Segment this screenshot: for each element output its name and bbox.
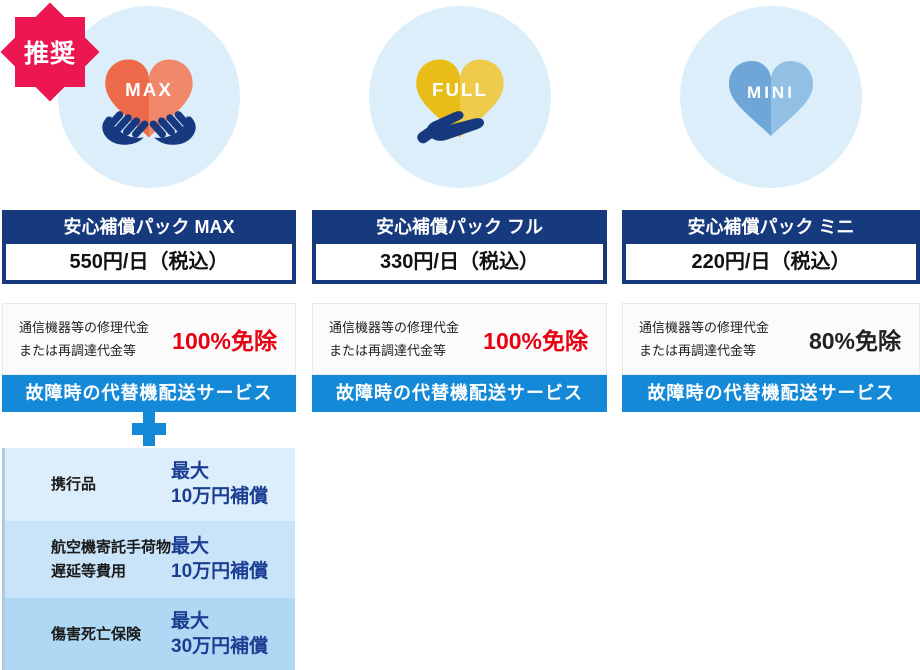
row-value-line2: 30万円補償 [171, 636, 269, 657]
plan-icon-circle-max: MAX [58, 6, 240, 188]
row-label-line1: 傷害死亡保険 [51, 626, 142, 644]
row-value: 最大 10万円補償 [171, 535, 295, 584]
coverage-box-mini: 通信機器等の修理代金 または再調達代金等 80%免除 [622, 303, 920, 375]
coverage-line1: 通信機器等の修理代金 [639, 319, 770, 335]
plan-title: 安心補償パック MAX [63, 217, 235, 237]
row-value-line1: 最大 [171, 460, 210, 482]
replacement-service-bar: 故障時の代替機配送サービス [622, 375, 920, 412]
coverage-description: 通信機器等の修理代金 または再調達代金等 [623, 316, 809, 363]
plan-column-full: FULL 安心補償パック フル 330円/日（税込） 通信機器等の修理代金 また… [312, 0, 607, 670]
plan-header-max: 安心補償パック MAX 550円/日（税込） [2, 210, 296, 284]
coverage-line1: 通信機器等の修理代金 [19, 319, 150, 335]
row-label: 傷害死亡保険 [5, 623, 171, 646]
table-row-baggage-delay: 航空機寄託手荷物 遅延等費用 最大 10万円補償 [5, 521, 295, 598]
recommended-badge-label: 推奨 [23, 40, 76, 68]
coverage-description: 通信機器等の修理代金 または再調達代金等 [313, 316, 483, 363]
replacement-service-bar: 故障時の代替機配送サービス [2, 375, 296, 412]
plan-header-full: 安心補償パック フル 330円/日（税込） [312, 210, 607, 284]
plan-icon-circle-full: FULL [368, 6, 551, 188]
plan-title: 安心補償パック ミニ [687, 217, 855, 237]
row-label-line2: 遅延等費用 [51, 562, 127, 580]
table-row-accidental-death: 傷害死亡保険 最大 30万円補償 [5, 598, 295, 670]
starburst-badge-icon [15, 17, 85, 87]
plan-header-mini: 安心補償パック ミニ 220円/日（税込） [622, 210, 920, 284]
row-value: 最大 30万円補償 [171, 610, 295, 659]
coverage-box-max: 通信機器等の修理代金 または再調達代金等 100%免除 [2, 303, 296, 375]
heart-in-hand-icon: FULL [415, 59, 504, 144]
table-row-personal-effects: 携行品 最大 10万円補償 [5, 448, 295, 521]
row-label-line1: 航空機寄託手荷物 [51, 539, 172, 557]
row-label: 携行品 [5, 473, 171, 496]
coverage-line2: または再調達代金等 [329, 343, 447, 358]
heart-icon: MINI [729, 61, 813, 136]
coverage-exemption-value: 100%免除 [172, 328, 277, 354]
coverage-line2: または再調達代金等 [19, 343, 137, 358]
row-label: 航空機寄託手荷物 遅延等費用 [5, 536, 171, 583]
plan-price: 330円/日（税込） [316, 244, 603, 280]
coverage-line2: または再調達代金等 [639, 343, 757, 358]
row-value-line1: 最大 [171, 535, 210, 557]
heart-label-full: FULL [431, 79, 487, 100]
coverage-box-full: 通信機器等の修理代金 または再調達代金等 100%免除 [312, 303, 607, 375]
coverage-exemption-value: 80%免除 [808, 328, 901, 354]
row-value-line2: 10万円補償 [171, 485, 269, 507]
coverage-exemption-value: 100%免除 [483, 328, 588, 354]
heart-hands-icon: MAX [102, 59, 196, 145]
row-value-line2: 10万円補償 [171, 560, 269, 582]
coverage-line1: 通信機器等の修理代金 [329, 319, 460, 335]
coverage-description: 通信機器等の修理代金 または再調達代金等 [3, 316, 172, 363]
row-value: 最大 10万円補償 [171, 460, 295, 509]
plan-column-mini: MINI 安心補償パック ミニ 220円/日（税込） 通信機器等の修理代金 また… [622, 0, 920, 670]
plan-price: 550円/日（税込） [6, 244, 292, 280]
replacement-service-bar: 故障時の代替機配送サービス [312, 375, 607, 412]
plan-price: 220円/日（税込） [626, 244, 916, 280]
plan-column-max: MAX 安心補償パック MAX 550円/日（税込） 通信機器等の修理代金 また… [2, 0, 296, 670]
plan-title: 安心補償パック フル [375, 217, 543, 237]
plan-icon-circle-mini: MINI [680, 6, 862, 188]
recommended-badge: 推奨 [0, 2, 100, 102]
extra-coverage-table: 携行品 最大 10万円補償 航空機寄託手荷物 遅延等費用 最大 10万円補償 [2, 448, 295, 670]
plus-icon [132, 412, 166, 446]
row-value-line1: 最大 [171, 611, 210, 633]
heart-label-mini: MINI [747, 83, 795, 102]
heart-label-max: MAX [125, 79, 173, 100]
row-label-line1: 携行品 [51, 475, 97, 493]
